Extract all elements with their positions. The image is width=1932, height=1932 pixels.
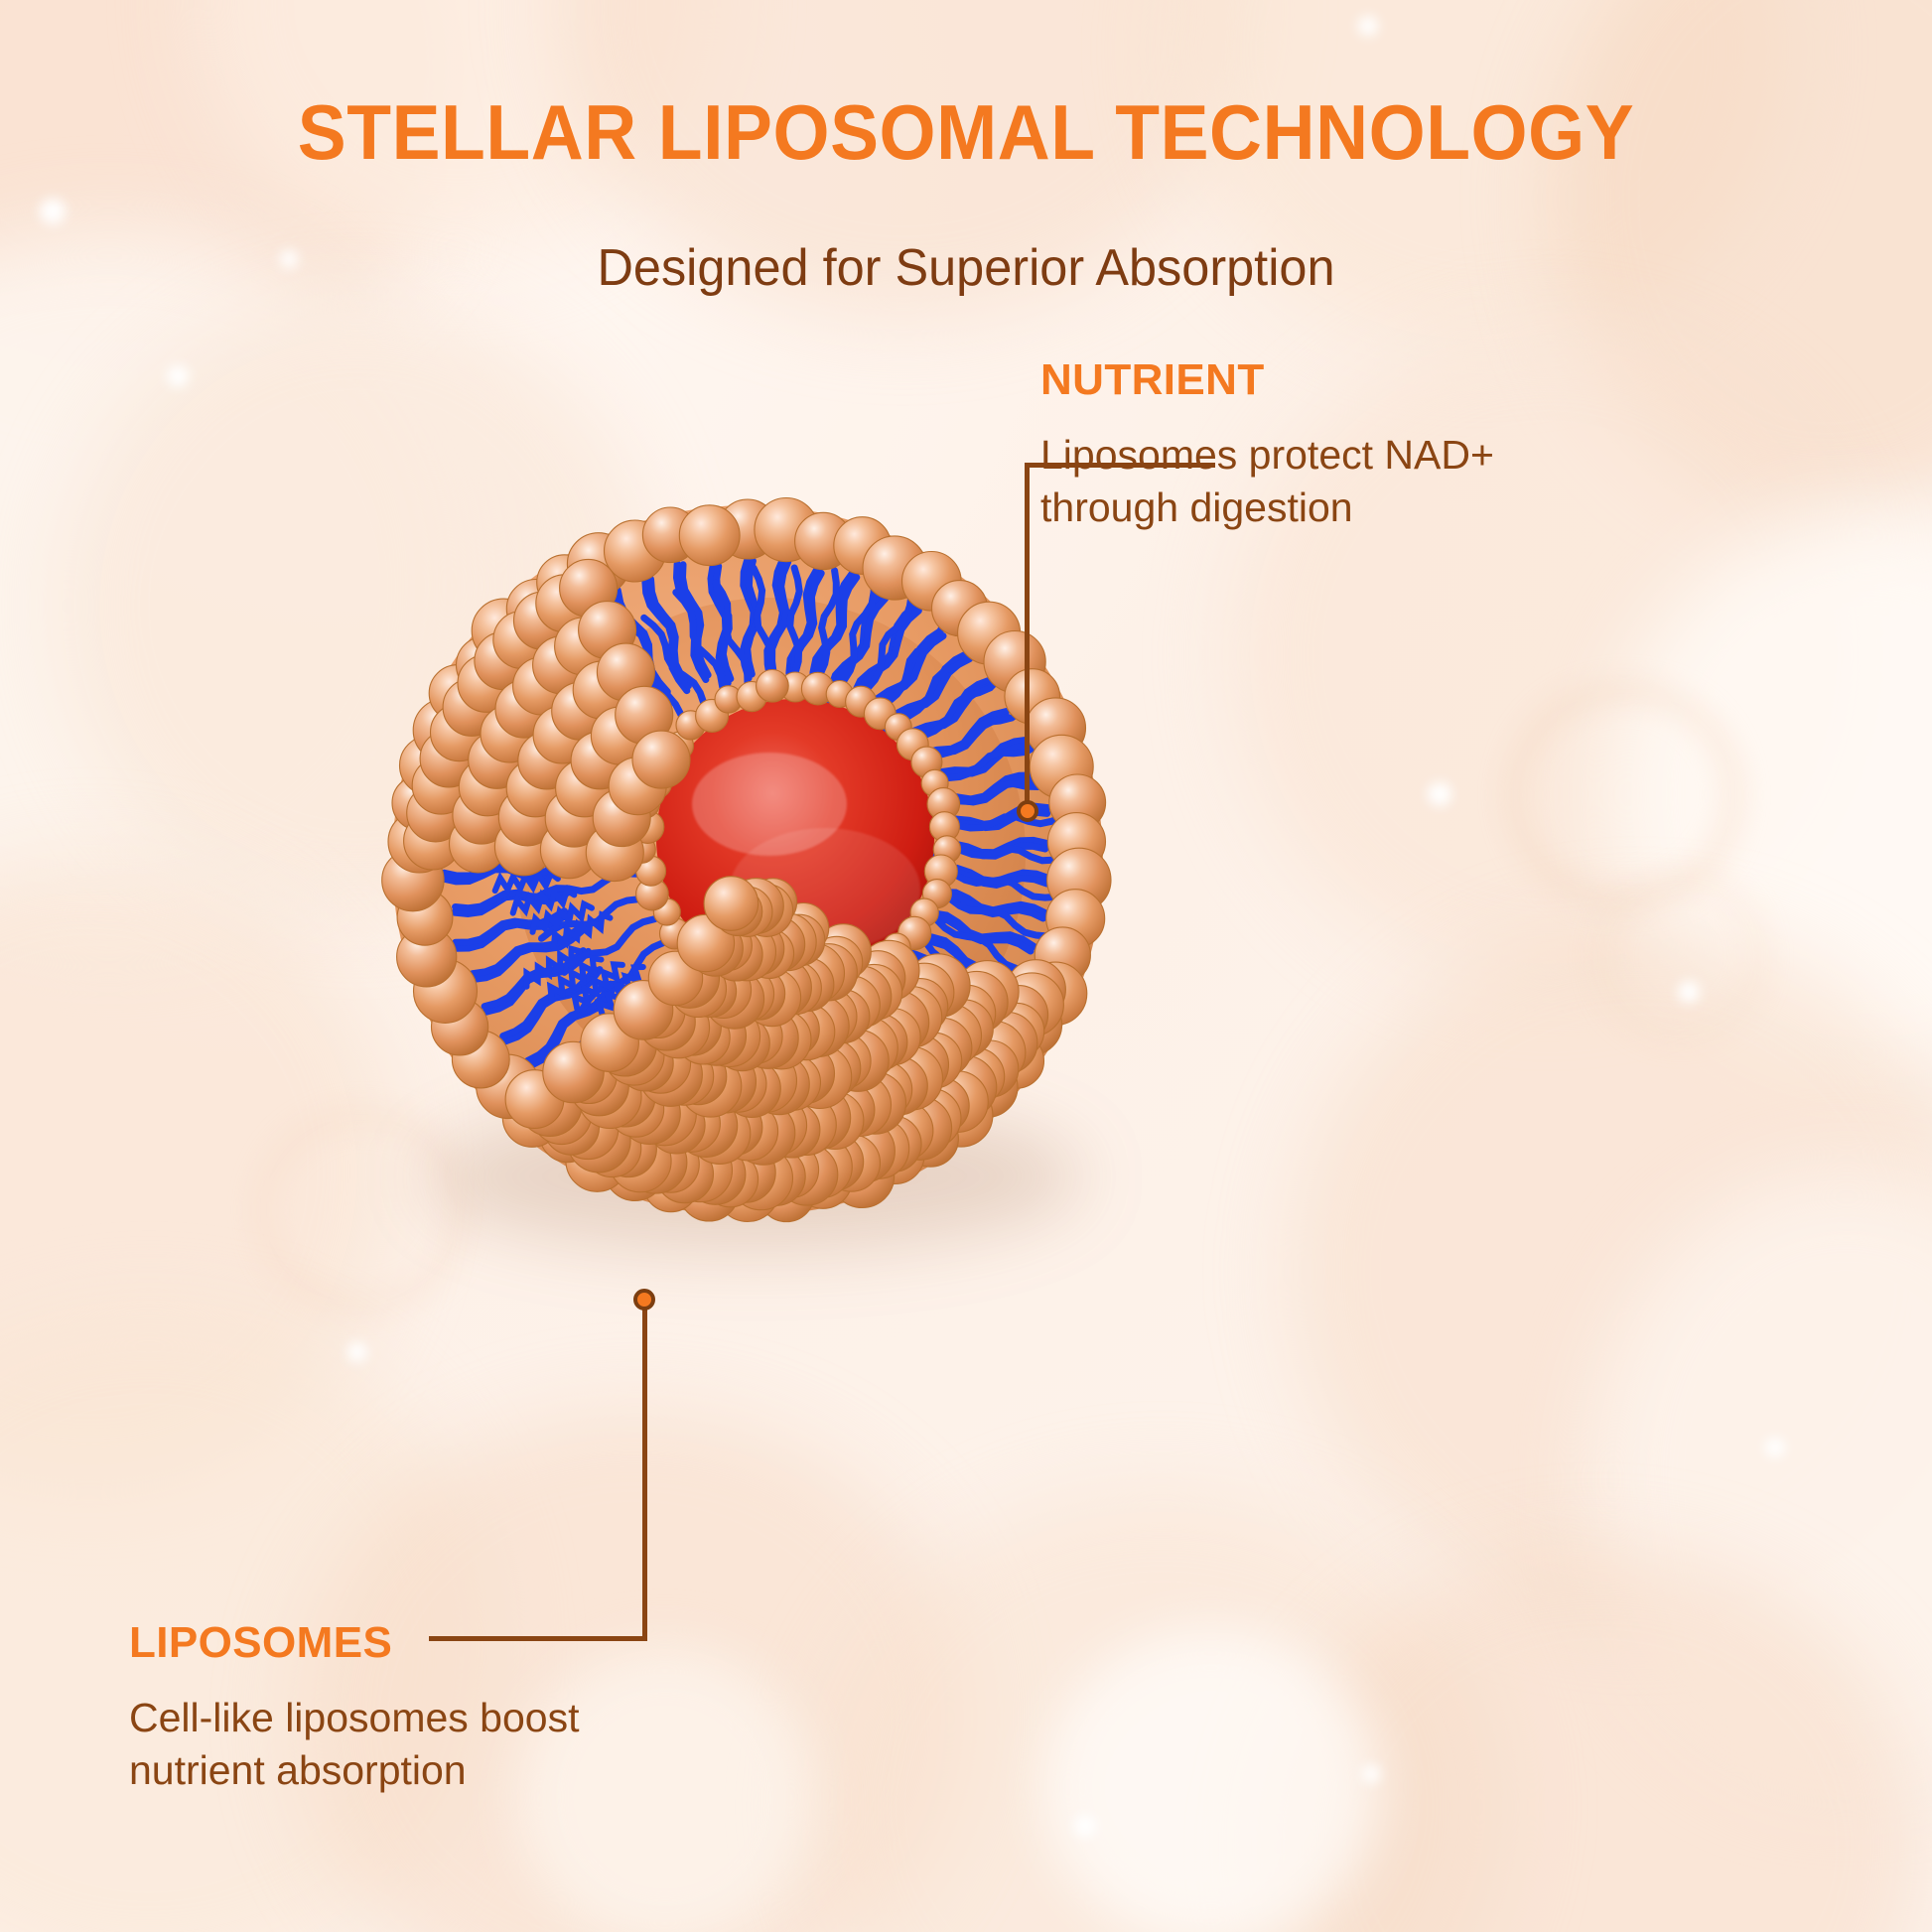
phospholipid-tail [808,570,856,690]
callout-nutrient-description: Liposomes protect NAD+ through digestion [1040,432,1494,531]
phospholipid-tail-cutaway [594,964,646,1020]
phospholipid-tail [712,579,752,687]
phospholipid-head [756,668,789,703]
phospholipid-tail [932,915,1033,975]
phospholipid-head [703,876,759,931]
phospholipid-tail [813,574,861,687]
phospholipid-tail [499,965,599,1039]
liposome-illustration [381,496,1112,1223]
nutrient-marker-dot[interactable] [1017,800,1038,822]
phospholipid-tail [786,564,803,677]
phospholipid-tail [500,966,604,1045]
phospholipid-tail [946,895,1052,940]
phospholipid-tail [451,909,573,952]
liposomes-marker-dot[interactable] [633,1289,655,1311]
page-title: STELLAR LIPOSOMAL TECHNOLOGY [297,88,1635,176]
phospholipid-tail [524,980,615,1064]
phospholipid-tail [750,564,775,676]
phospholipid-head [676,913,736,973]
liposome-diagram [380,488,1115,1233]
phospholipid-tail [640,614,708,708]
phospholipid-tail [950,871,1061,901]
phospholipid-tail-cutaway [523,944,583,990]
callout-liposomes-description: Cell-like liposomes boost nutrient absor… [129,1695,580,1794]
page-subtitle: Designed for Superior Absorption [597,239,1335,297]
phospholipid-tail [452,885,571,912]
phospholipid-tail [560,915,659,976]
phospholipid-tail-cutaway [509,886,578,917]
phospholipid-tail-cutaway [550,910,614,951]
phospholipid-tail [884,611,950,706]
callout-nutrient-label: NUTRIENT [1040,355,1265,404]
liposomes-leader-horizontal [429,1636,647,1641]
phospholipid-head [631,730,691,789]
phospholipid-tail [914,931,1033,986]
nutrient-leader-horizontal [1025,463,1215,468]
liposomes-leader-vertical [642,1301,647,1641]
phospholipid-heads-surface [403,558,1066,1211]
phospholipid-tail [678,561,712,679]
phospholipid-tail [954,813,1067,832]
phospholipid-tail [816,567,840,679]
phospholipid-tail [840,576,878,685]
phospholipid-tail-cutaway [546,954,605,1004]
phospholipid-tail-cutaway [529,899,595,935]
callout-liposomes-label: LIPOSOMES [129,1618,393,1667]
phospholipid-tail-cutaway [570,961,625,1014]
phospholipid-tail [672,589,727,691]
phospholipid-tail [763,555,786,682]
phospholipid-tail [672,560,710,683]
nutrient-leader-vertical [1025,463,1030,814]
phospholipid-tail [957,845,1070,865]
phospholipid-head [678,504,741,567]
phospholipid-tail [863,590,915,693]
phospholipid-tail [944,735,1049,782]
